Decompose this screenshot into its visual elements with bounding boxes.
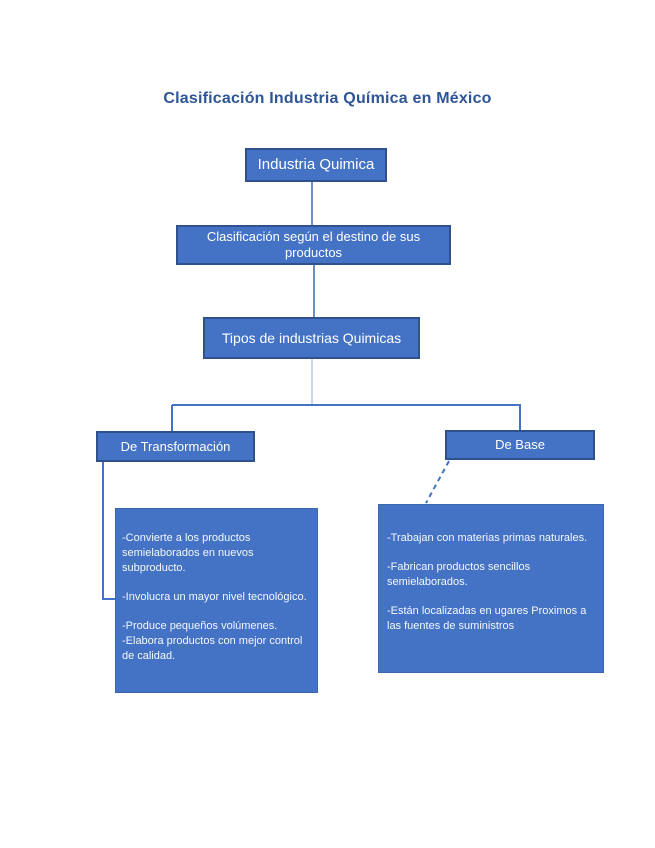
detail-item: -Involucra un mayor nivel tecnológico. xyxy=(122,591,307,603)
detail-box-de-transformacion: -Convierte a los productos semielaborado… xyxy=(115,508,318,693)
node-de-transformacion: De Transformación xyxy=(96,431,255,462)
page-title: Clasificación Industria Química en Méxic… xyxy=(163,90,492,107)
detail-item: -Convierte a los productos semielaborado… xyxy=(122,532,254,574)
node-clasificacion-destino: Clasificación según el destino de sus pr… xyxy=(176,225,451,265)
connector-right-dashed xyxy=(425,460,450,504)
connector-left-elbow xyxy=(102,462,115,600)
detail-item: -Elabora productos con mejor control de … xyxy=(122,635,303,662)
node-tipos-industrias: Tipos de industrias Quimicas xyxy=(203,317,420,359)
detail-item: -Produce pequeños volúmenes. xyxy=(122,620,278,632)
detail-item: -Están localizadas en ugares Proximos a … xyxy=(387,605,587,632)
node-de-base: De Base xyxy=(445,430,595,460)
detail-item: -Fabrican productos sencillos semielabor… xyxy=(387,561,531,588)
node-industria-quimica: Industria Quimica xyxy=(245,148,387,182)
detail-item: -Trabajan con materias primas naturales. xyxy=(387,532,588,544)
detail-box-de-base: -Trabajan con materias primas naturales.… xyxy=(378,504,604,673)
